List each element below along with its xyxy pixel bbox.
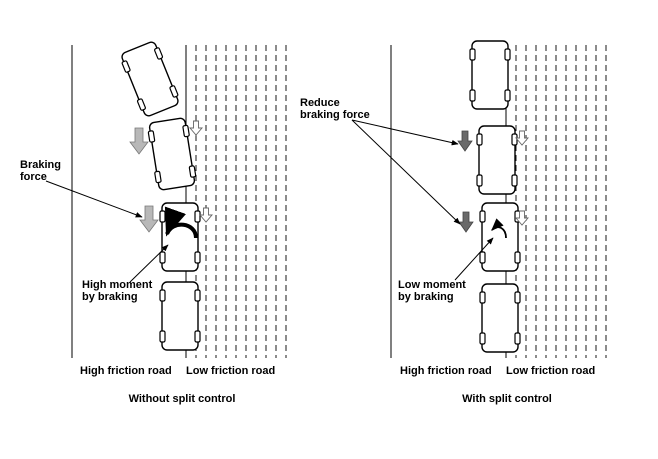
braking-force-arrow-icon — [129, 127, 149, 155]
braking-force-arrow-icon — [458, 211, 474, 233]
left-low-friction-label: Low friction road — [186, 365, 275, 377]
reduce-braking-label-2: braking force — [300, 109, 370, 121]
right-low-friction-label: Low friction road — [506, 365, 595, 377]
car-icon — [118, 39, 182, 119]
low-moment-label: Low moment — [398, 279, 466, 291]
high-moment-label-2: by braking — [82, 291, 138, 303]
braking-force-label-2: force — [20, 171, 47, 183]
braking-force-callout-line — [45, 180, 143, 218]
right-high-friction-label: High friction road — [400, 365, 492, 377]
car-icon — [159, 281, 201, 351]
low-moment-label-2: by braking — [398, 291, 454, 303]
high-moment-label: High moment — [82, 279, 153, 291]
right-caption: With split control — [462, 393, 552, 405]
braking-force-arrow-icon — [457, 130, 473, 152]
low-friction-force-arrow-icon — [189, 120, 203, 136]
low-friction-force-arrow-icon — [199, 207, 213, 223]
low-friction-force-arrow-icon — [515, 130, 529, 146]
car-icon — [479, 283, 521, 353]
moment-arc-icon — [491, 218, 507, 239]
reduce-braking-label: Reduce — [300, 97, 340, 109]
moment-arc-icon — [164, 206, 198, 239]
car-icon — [479, 202, 521, 272]
car-icon — [476, 125, 518, 195]
left-low-friction-surface — [195, 45, 287, 358]
braking-force-arrow-icon — [139, 205, 159, 233]
braking-force-label: Braking — [20, 159, 61, 171]
left-caption: Without split control — [129, 393, 236, 405]
right-low-friction-surface — [515, 45, 607, 358]
left-high-friction-label: High friction road — [80, 365, 172, 377]
right-panel: Reduce braking force Low moment by braki… — [300, 40, 607, 405]
moment-callout-line — [454, 237, 494, 281]
car-icon — [146, 116, 198, 192]
left-panel: Braking force High moment by braking Hig… — [20, 39, 287, 405]
reduce-callout-line-2 — [351, 119, 461, 225]
moment-callout-line — [129, 244, 169, 283]
reduce-callout-line-1 — [351, 119, 459, 146]
car-icon — [469, 40, 511, 110]
